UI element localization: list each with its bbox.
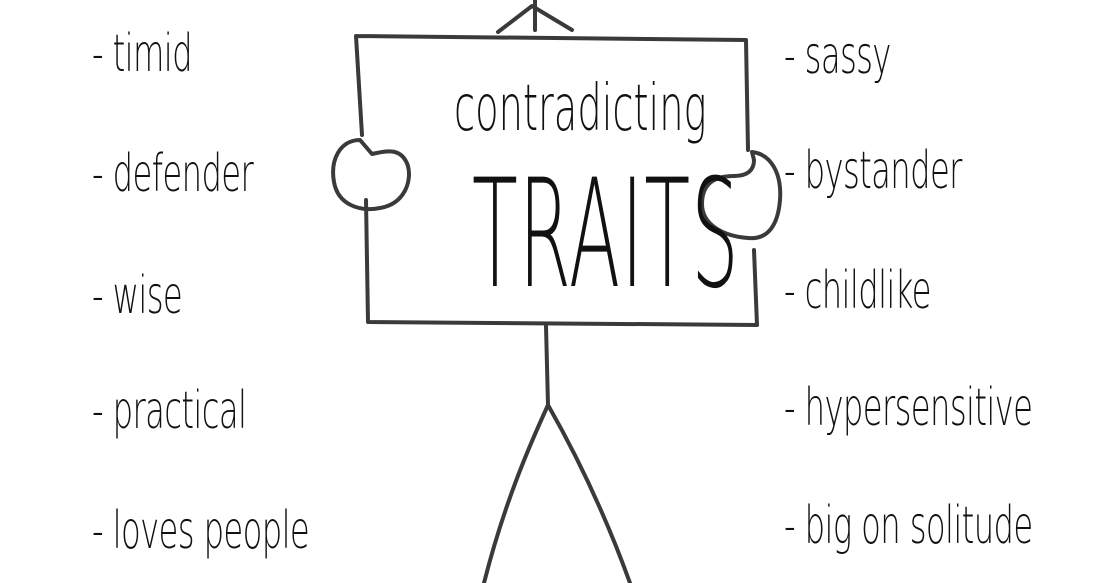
right-trait-big-on-solitude: - big on solitude (784, 496, 1033, 556)
right-trait-bystander: - bystander (784, 141, 962, 201)
right-trait-childlike: - childlike (784, 261, 931, 321)
left-trait-defender: - defender (92, 144, 254, 204)
left-trait-timid: - timid (92, 24, 193, 84)
left-trait-practical: - practical (92, 381, 247, 441)
right-trait-sassy: - sassy (784, 26, 891, 86)
figure-right-leg (546, 403, 632, 583)
sign-board (354, 34, 759, 327)
left-hand (331, 138, 411, 211)
figure-left-leg (482, 403, 550, 583)
sign-subtitle: contradicting (454, 72, 707, 146)
right-trait-hypersensitive: - hypersensitive (784, 378, 1033, 438)
figure-body (544, 324, 550, 407)
left-trait-loves-people: - loves people (92, 501, 310, 561)
sign-title: TRAITS (472, 148, 740, 322)
right-hand (700, 150, 783, 241)
figure-arms-top (496, 4, 574, 34)
left-trait-wise: - wise (92, 266, 183, 326)
